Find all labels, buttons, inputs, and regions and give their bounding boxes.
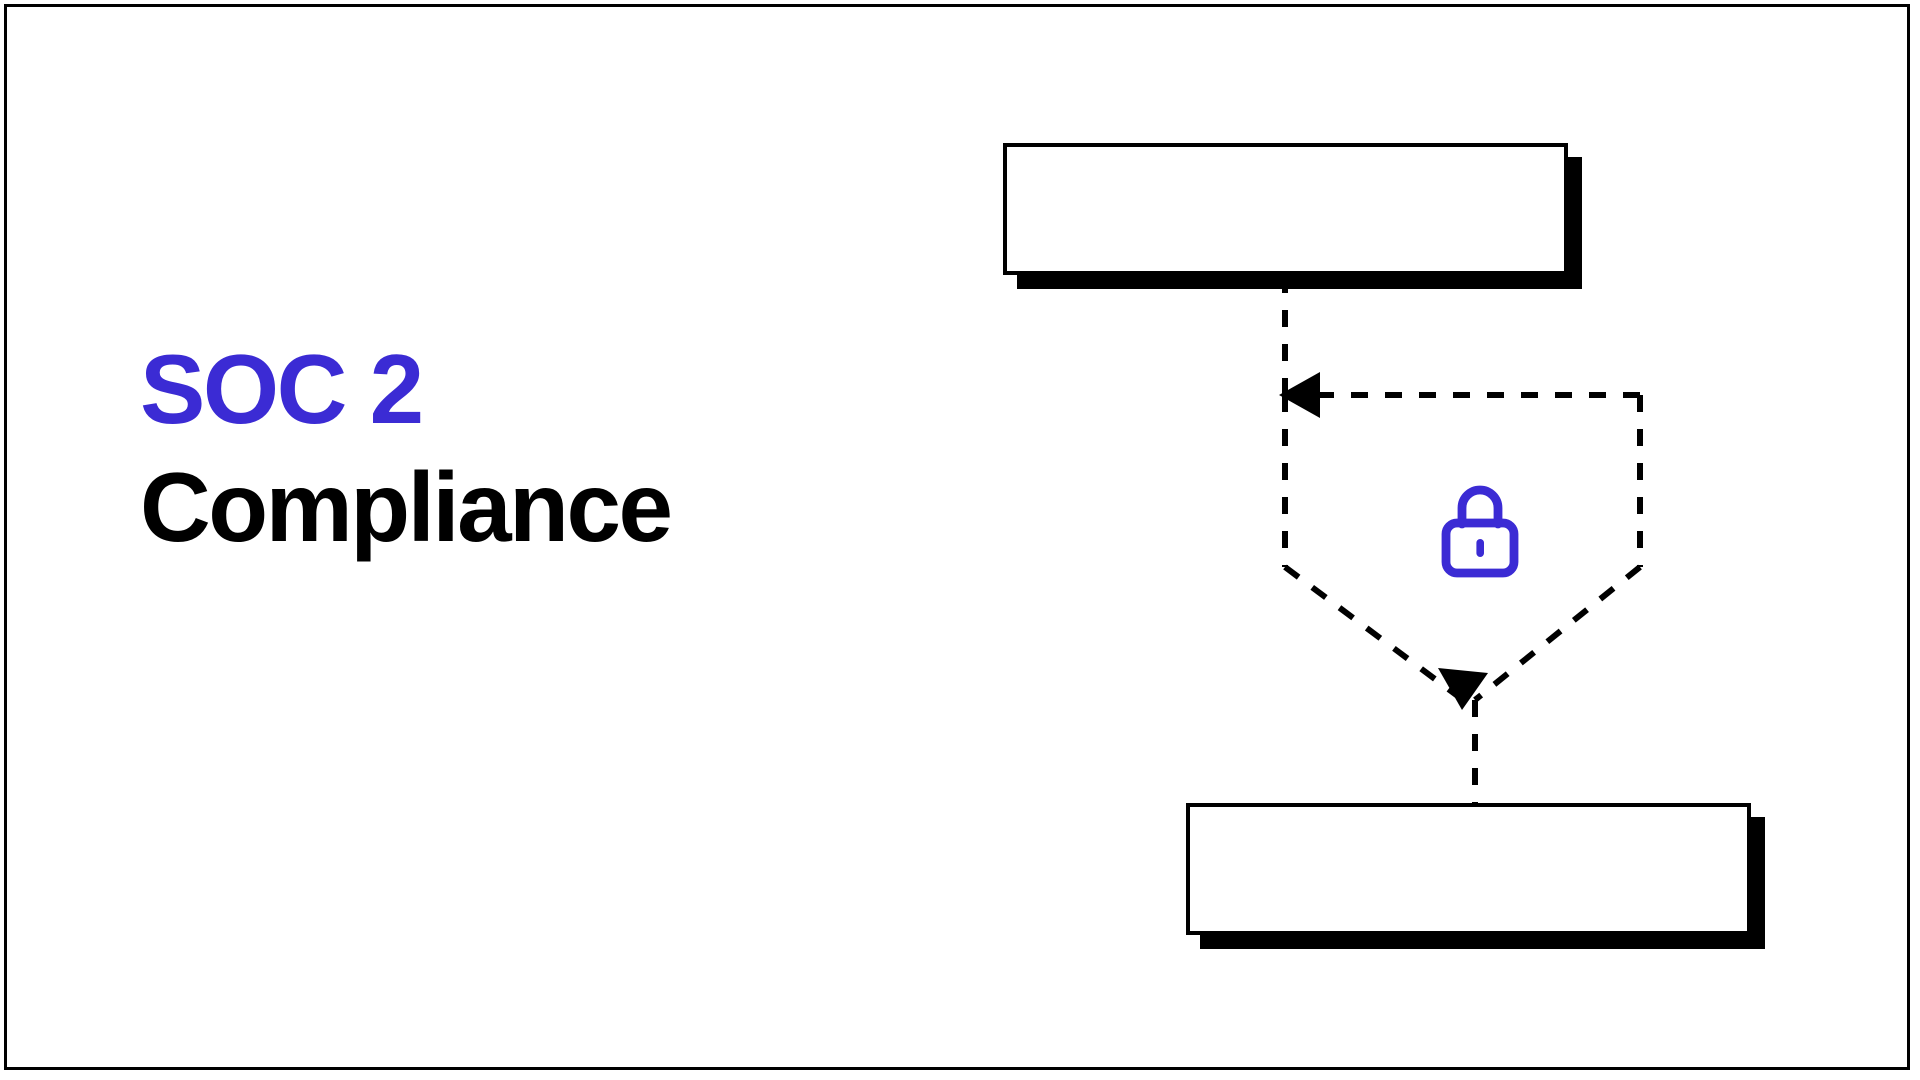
headline-line-primary: SOC 2 — [140, 334, 424, 444]
arrowhead-left — [1279, 372, 1320, 418]
connector-shield-left-diagonal — [1283, 564, 1465, 703]
arrowhead-down — [1438, 668, 1488, 710]
headline-line-secondary: Compliance — [140, 452, 673, 562]
flow-box-top[interactable] — [1003, 143, 1568, 275]
flow-box-bottom[interactable] — [1186, 803, 1751, 935]
lock-icon — [1441, 485, 1519, 578]
connector-shield-right-diagonal — [1473, 564, 1642, 703]
headline-block: SOC 2 Compliance — [140, 330, 900, 566]
